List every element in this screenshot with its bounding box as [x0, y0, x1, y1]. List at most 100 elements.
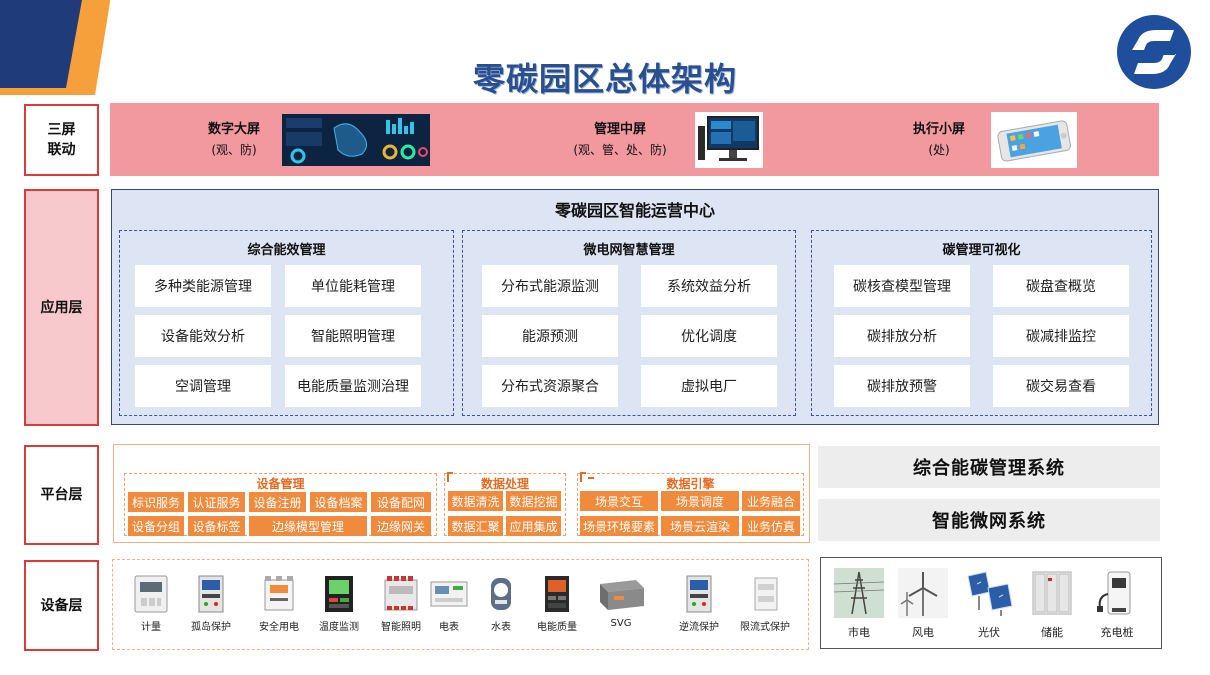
electric-meter-icon: [430, 581, 468, 607]
platform-tag[interactable]: 场景调度: [661, 491, 739, 511]
platform-tag[interactable]: 数据挖掘: [506, 491, 561, 511]
platform-tag[interactable]: 数据清洗: [448, 491, 503, 511]
group-energy-efficiency: 综合能效管理 多种类能源管理 单位能耗管理 设备能效分析 智能照明管理 空调管理…: [119, 230, 454, 416]
app-card[interactable]: 空调管理: [135, 365, 271, 407]
device-label: 电能质量: [537, 622, 577, 633]
app-card[interactable]: 碳排放预警: [834, 365, 970, 407]
source-label: 风电: [912, 626, 934, 639]
device-box: 计量 孤岛保护 安全用电 温度监测: [112, 559, 809, 650]
device-item: 电能质量: [527, 574, 587, 633]
screen-band: 数字大屏 (观、防) 管理中屏 (观、管、处、防): [110, 103, 1159, 176]
app-card[interactable]: 分布式能源监测: [482, 265, 618, 307]
app-card[interactable]: 优化调度: [641, 315, 777, 357]
platform-tag[interactable]: 设备分组: [128, 516, 184, 536]
current-limiting-protection-icon: [754, 577, 778, 611]
device-label: 限流式保护: [740, 622, 790, 633]
platform-tag[interactable]: 边缘网关: [371, 516, 431, 536]
app-card[interactable]: 能源预测: [482, 315, 618, 357]
data-processing-box: 数据处理 数据清洗 数据挖掘 数据汇聚 应用集成: [444, 472, 566, 536]
platform-tag[interactable]: 边缘模型管理: [249, 516, 367, 536]
screen-small-sub: (处): [928, 142, 950, 157]
desktop-monitor-icon: [695, 111, 763, 168]
platform-tag[interactable]: 数据汇聚: [448, 516, 503, 536]
platform-tag[interactable]: 设备档案: [310, 492, 367, 512]
source-item: 风电: [895, 568, 951, 640]
group-title: 综合能效管理: [247, 243, 326, 258]
energy-meter-icon: [134, 575, 168, 613]
screen-large-name: 数字大屏: [207, 121, 260, 137]
device-item: 计量: [121, 574, 181, 633]
screen-large-sub: (观、防): [211, 142, 257, 157]
app-card[interactable]: 分布式资源聚合: [482, 365, 618, 407]
device-label: 水表: [491, 622, 511, 633]
bracket-dash: [588, 477, 594, 479]
platform-tag[interactable]: 设备配网: [371, 492, 431, 512]
device-item: 温度监测: [309, 574, 369, 633]
platform-tag[interactable]: 认证服务: [188, 492, 245, 512]
svg-compensator-icon: [600, 580, 644, 610]
device-management-box: 设备管理 标识服务 认证服务 设备注册 设备档案 设备配网 设备分组 设备标签 …: [124, 473, 437, 536]
source-item: 充电桩: [1089, 568, 1145, 640]
app-card[interactable]: 碳减排监控: [993, 315, 1129, 357]
temperature-monitor-icon: [325, 576, 353, 612]
platform-tag[interactable]: 场景环境要素: [580, 516, 658, 536]
platform-tag[interactable]: 场景云渲染: [661, 516, 739, 536]
operations-center-title: 零碳园区智能运营中心: [554, 201, 715, 220]
device-item: 安全用电: [249, 574, 309, 633]
integrated-carbon-system[interactable]: 综合能碳管理系统: [818, 446, 1160, 488]
platform-tag[interactable]: 场景交互: [580, 491, 658, 511]
device-label: 逆流保护: [679, 622, 719, 633]
operations-center-panel: 零碳园区智能运营中心 综合能效管理 多种类能源管理 单位能耗管理 设备能效分析 …: [111, 189, 1159, 425]
device-item: 孤岛保护: [181, 574, 241, 633]
app-card[interactable]: 系统效益分析: [641, 265, 777, 307]
bracket-mark: [447, 472, 453, 482]
app-card[interactable]: 碳盘查概览: [993, 265, 1129, 307]
device-label: SVG: [610, 618, 632, 629]
app-card[interactable]: 碳交易查看: [993, 365, 1129, 407]
source-label: 市电: [848, 626, 870, 639]
app-card[interactable]: 多种类能源管理: [135, 265, 271, 307]
reverse-flow-protection-icon: [686, 575, 712, 613]
device-item: SVG: [591, 574, 651, 629]
device-item: 电表: [419, 574, 479, 633]
screen-small: 执行小屏 (处): [907, 103, 1077, 176]
app-card[interactable]: 单位能耗管理: [285, 265, 421, 307]
platform-box: 设备管理 标识服务 认证服务 设备注册 设备档案 设备配网 设备分组 设备标签 …: [113, 444, 810, 543]
platform-tag[interactable]: 标识服务: [128, 492, 184, 512]
source-label: 储能: [1041, 626, 1063, 639]
platform-tag[interactable]: 设备标签: [188, 516, 245, 536]
app-card[interactable]: 虚拟电厂: [641, 365, 777, 407]
data-engine-title: 数据引擎: [666, 477, 715, 491]
app-card[interactable]: 智能照明管理: [285, 315, 421, 357]
device-label: 计量: [141, 622, 161, 633]
power-tower-icon: [834, 568, 884, 618]
platform-tag[interactable]: 设备注册: [249, 492, 306, 512]
smart-microgrid-system[interactable]: 智能微网系统: [818, 499, 1160, 541]
bracket-mark: [580, 472, 586, 482]
device-label: 孤岛保护: [191, 622, 231, 633]
app-card[interactable]: 设备能效分析: [135, 315, 271, 357]
source-label: 充电桩: [1100, 626, 1134, 639]
app-card[interactable]: 碳排放分析: [834, 315, 970, 357]
platform-tag[interactable]: 应用集成: [506, 516, 561, 536]
electrical-safety-icon: [264, 576, 294, 611]
group-title: 微电网智慧管理: [583, 243, 675, 258]
device-label: 智能照明: [381, 622, 421, 633]
screen-small-name: 执行小屏: [912, 121, 965, 137]
smart-lighting-icon: [384, 576, 418, 611]
island-protection-icon: [198, 575, 224, 613]
data-processing-title: 数据处理: [480, 477, 529, 491]
energy-source-box: 市电 风电 光伏 储能: [820, 557, 1162, 649]
platform-tag[interactable]: 业务融合: [742, 491, 800, 511]
group-title: 碳管理可视化: [942, 243, 1021, 258]
source-item: 储能: [1024, 568, 1080, 640]
app-card[interactable]: 电能质量监测治理: [285, 365, 421, 407]
charging-pile-icon: [1092, 568, 1142, 618]
device-label: 安全用电: [259, 622, 299, 633]
device-item: 限流式保护: [735, 574, 795, 633]
source-label: 光伏: [978, 626, 1000, 639]
source-item: 市电: [831, 568, 887, 640]
app-card[interactable]: 碳核查模型管理: [834, 265, 970, 307]
platform-tag[interactable]: 业务仿真: [742, 516, 800, 536]
solar-panel-icon: [964, 568, 1014, 618]
